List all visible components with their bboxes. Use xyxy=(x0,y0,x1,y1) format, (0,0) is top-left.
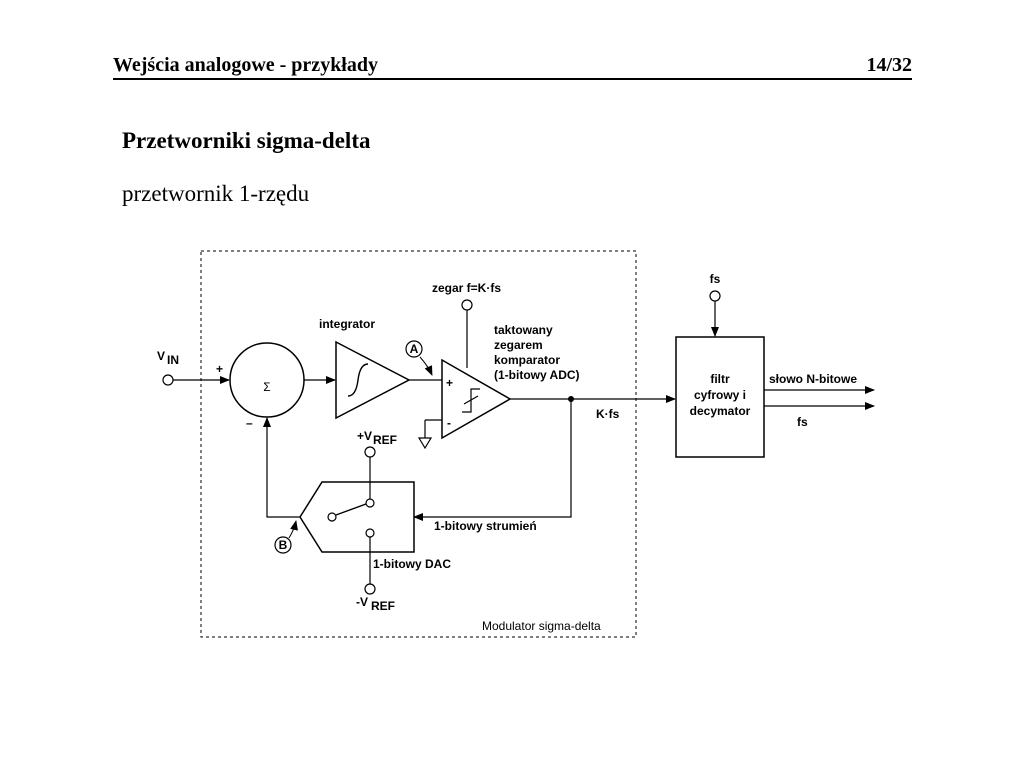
hysteresis-icon xyxy=(462,388,480,413)
filter-label-line-1: filtr xyxy=(710,372,730,386)
modulator-boundary xyxy=(200,250,637,638)
word-output-label: słowo N-bitowe xyxy=(769,372,857,386)
vref-pos-terminal xyxy=(364,446,376,458)
dac-switch-lever xyxy=(335,503,367,516)
dac-switch-contact-upper xyxy=(365,498,375,508)
integral-sign-icon xyxy=(347,363,369,397)
comparator-minus-sign: - xyxy=(447,416,451,430)
dac-switch-contact-lower xyxy=(365,528,375,538)
bitstream-label: 1-bitowy strumień xyxy=(434,519,537,533)
point-a-label: A xyxy=(410,342,419,356)
sum-minus-sign: – xyxy=(246,416,253,430)
filter-fs-terminal xyxy=(709,290,721,302)
clock-terminal xyxy=(461,299,473,311)
page-number: 14/32 xyxy=(866,54,912,76)
bitstream-feedback-wire xyxy=(413,399,572,521)
comparator-label-line-2: zegarem xyxy=(494,338,543,352)
vref-pos-subscript: REF xyxy=(373,433,397,447)
sigma-symbol: Σ xyxy=(263,380,270,394)
fs-output-label: fs xyxy=(797,415,808,429)
comparator-label-line-3: komparator xyxy=(494,353,560,367)
vin-label: V xyxy=(157,349,165,363)
comparator-plus-sign: + xyxy=(446,376,453,390)
integrator-label: integrator xyxy=(319,317,375,331)
integrator-block xyxy=(335,340,411,420)
point-b-marker xyxy=(274,536,292,554)
sum-plus-sign: + xyxy=(216,362,223,376)
vin-subscript: IN xyxy=(167,353,179,367)
modulator-label: Modulator sigma-delta xyxy=(482,619,601,633)
point-b-label: B xyxy=(279,538,288,552)
ground-icon xyxy=(417,437,433,450)
dac-to-sum-wire xyxy=(263,417,300,518)
comparator-block xyxy=(441,358,512,440)
vin-terminal xyxy=(162,374,174,386)
vref-neg-label: -V xyxy=(356,595,368,609)
kfs-label: K·fs xyxy=(596,407,620,421)
dac-block xyxy=(299,481,415,553)
point-a-marker xyxy=(405,340,423,358)
comparator-label-line-4: (1-bitowy ADC) xyxy=(494,368,580,382)
vref-pos-label: +V xyxy=(357,429,372,443)
clock-label: zegar f=K·fs xyxy=(432,281,501,295)
section-subtitle: przetwornik 1-rzędu xyxy=(122,181,310,206)
vref-neg-terminal xyxy=(364,583,376,595)
slide-title: Wejścia analogowe - przykłady xyxy=(113,54,378,76)
filter-block xyxy=(675,336,765,458)
section-title: Przetworniki sigma-delta xyxy=(122,128,371,153)
comparator-label-line-1: taktowany xyxy=(494,323,553,337)
point-a-pointer xyxy=(419,356,433,376)
filter-label-line-2: cyfrowy i xyxy=(694,388,746,402)
dac-label: 1-bitowy DAC xyxy=(373,557,451,571)
dac-switch-common-contact xyxy=(327,512,337,522)
filter-label-line-3: decymator xyxy=(690,404,751,418)
point-b-pointer xyxy=(288,520,298,539)
vref-neg-subscript: REF xyxy=(371,599,395,613)
slide-header: Wejścia analogowe - przykłady 14/32 xyxy=(113,52,912,80)
filter-fs-label: fs xyxy=(710,272,721,286)
